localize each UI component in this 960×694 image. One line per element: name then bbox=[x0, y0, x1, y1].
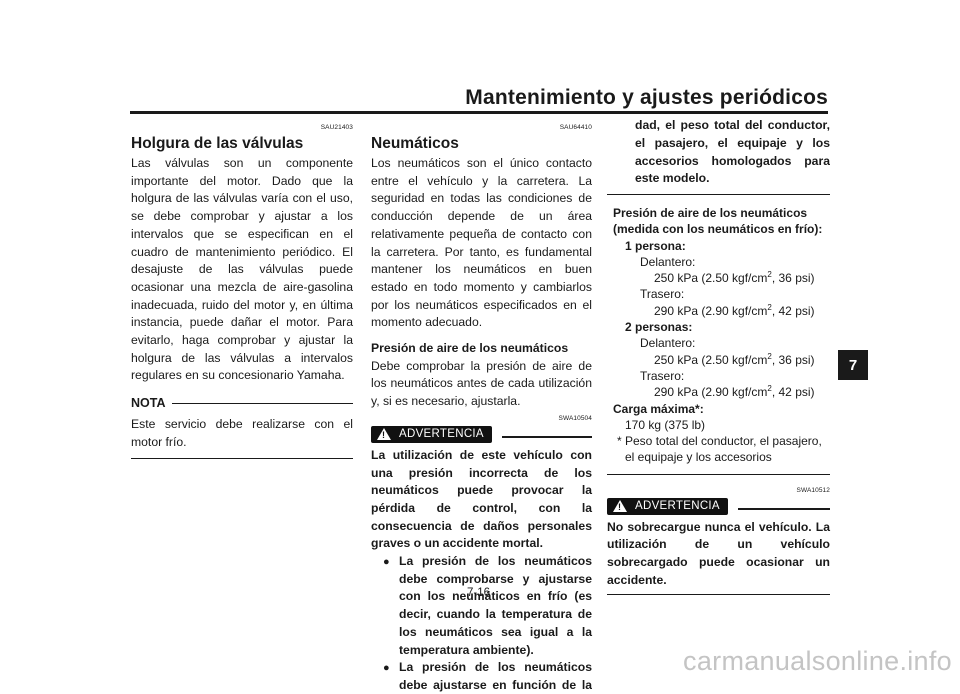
warning-code: SWA10504 bbox=[558, 414, 592, 422]
warning-code: SWA10512 bbox=[796, 486, 830, 494]
page-number: 7-16 bbox=[467, 587, 491, 599]
section-body: Los neumáticos son el único contacto ent… bbox=[371, 156, 592, 330]
list-item: ● La presión de los neumáticos debe ajus… bbox=[371, 659, 592, 694]
section-title: Neumáticos bbox=[371, 135, 459, 152]
front-value: 250 kPa (2.50 kgf/cm2, 36 psi) bbox=[654, 351, 815, 367]
footnote-cont: el equipaje y los accesorios bbox=[625, 450, 772, 465]
warning-text: La utilización de este vehículo con una … bbox=[371, 447, 592, 551]
one-person-label: 1 persona: bbox=[625, 238, 686, 253]
footnote: * Peso total del conductor, el pasajero, bbox=[617, 434, 822, 449]
note-rule bbox=[171, 403, 353, 405]
page-header-title: Mantenimiento y ajustes periódicos bbox=[465, 86, 828, 109]
list-item-text: La presión de los neumáticos debe ajusta… bbox=[399, 660, 592, 692]
front-label: Delantero: bbox=[640, 336, 696, 351]
rear-label: Trasero: bbox=[640, 368, 685, 383]
subsection-title: Presión de aire de los neumáticos bbox=[371, 341, 569, 356]
table-subtitle: (medida con los neumáticos en frío): bbox=[613, 222, 823, 237]
rear-label: Trasero: bbox=[640, 287, 685, 302]
front-label: Delantero: bbox=[640, 254, 696, 269]
list-item-continued: dad, el peso total del conductor, el pas… bbox=[607, 117, 830, 188]
warning-badge: ! ADVERTENCIA bbox=[371, 425, 492, 443]
table-title: Presión de aire de los neumáticos bbox=[613, 206, 808, 220]
warning-end-rule bbox=[607, 593, 830, 596]
list-item-text-continued: dad, el peso total del conductor, el pas… bbox=[635, 118, 830, 186]
max-load-label: Carga máxima*: bbox=[613, 401, 704, 416]
bullet-icon: ● bbox=[383, 556, 390, 569]
note-end-rule bbox=[131, 458, 353, 460]
warning-triangle-icon: ! bbox=[377, 428, 391, 441]
tire-pressure-table: Presión de aire de los neumáticos (medid… bbox=[607, 194, 830, 475]
note-text: Este servicio debe realizarse con el mot… bbox=[131, 416, 353, 449]
chapter-tab: 7 bbox=[838, 350, 868, 380]
warning-label: ADVERTENCIA bbox=[635, 499, 720, 512]
warning-text: No sobrecargue nunca el vehículo. La uti… bbox=[607, 519, 830, 587]
rear-value: 290 kPa (2.90 kgf/cm2, 42 psi) bbox=[654, 302, 815, 318]
warning-label: ADVERTENCIA bbox=[399, 427, 484, 440]
column-tire-pressure: dad, el peso total del conductor, el pas… bbox=[607, 117, 830, 596]
column-valve-clearance: SAU21403 Holgura de las válvulas Las vál… bbox=[131, 124, 353, 460]
rear-value: 290 kPa (2.90 kgf/cm2, 42 psi) bbox=[654, 384, 815, 400]
warning-rule bbox=[501, 436, 592, 439]
warning-header: ! ADVERTENCIA bbox=[607, 497, 830, 515]
warning-rule bbox=[737, 508, 830, 511]
note-header: NOTA bbox=[131, 395, 353, 413]
section-code: SAU21403 bbox=[320, 124, 353, 131]
subsection-body: Debe comprobar la presión de aire de los… bbox=[371, 358, 592, 409]
warning-header: ! ADVERTENCIA bbox=[371, 425, 592, 443]
section-code: SAU64410 bbox=[559, 124, 592, 131]
list-item-text: La presión de los neumáticos debe compro… bbox=[399, 554, 592, 657]
max-load-value: 170 kg (375 lb) bbox=[625, 417, 706, 432]
two-persons-label: 2 personas: bbox=[625, 320, 693, 335]
list-item: ● La presión de los neumáticos debe comp… bbox=[371, 553, 592, 659]
section-title: Holgura de las válvulas bbox=[131, 135, 304, 152]
warning-triangle-icon: ! bbox=[613, 500, 627, 513]
note-label: NOTA bbox=[131, 396, 166, 411]
section-body: Las válvulas son un componente important… bbox=[131, 156, 353, 383]
front-value: 250 kPa (2.50 kgf/cm2, 36 psi) bbox=[654, 270, 815, 286]
bullet-icon: ● bbox=[383, 662, 390, 675]
header-rule bbox=[130, 111, 828, 114]
column-tires: SAU64410 Neumáticos Los neumáticos son e… bbox=[371, 124, 592, 694]
watermark: carmanualsonline.info bbox=[683, 646, 952, 676]
warning-badge: ! ADVERTENCIA bbox=[607, 497, 728, 515]
